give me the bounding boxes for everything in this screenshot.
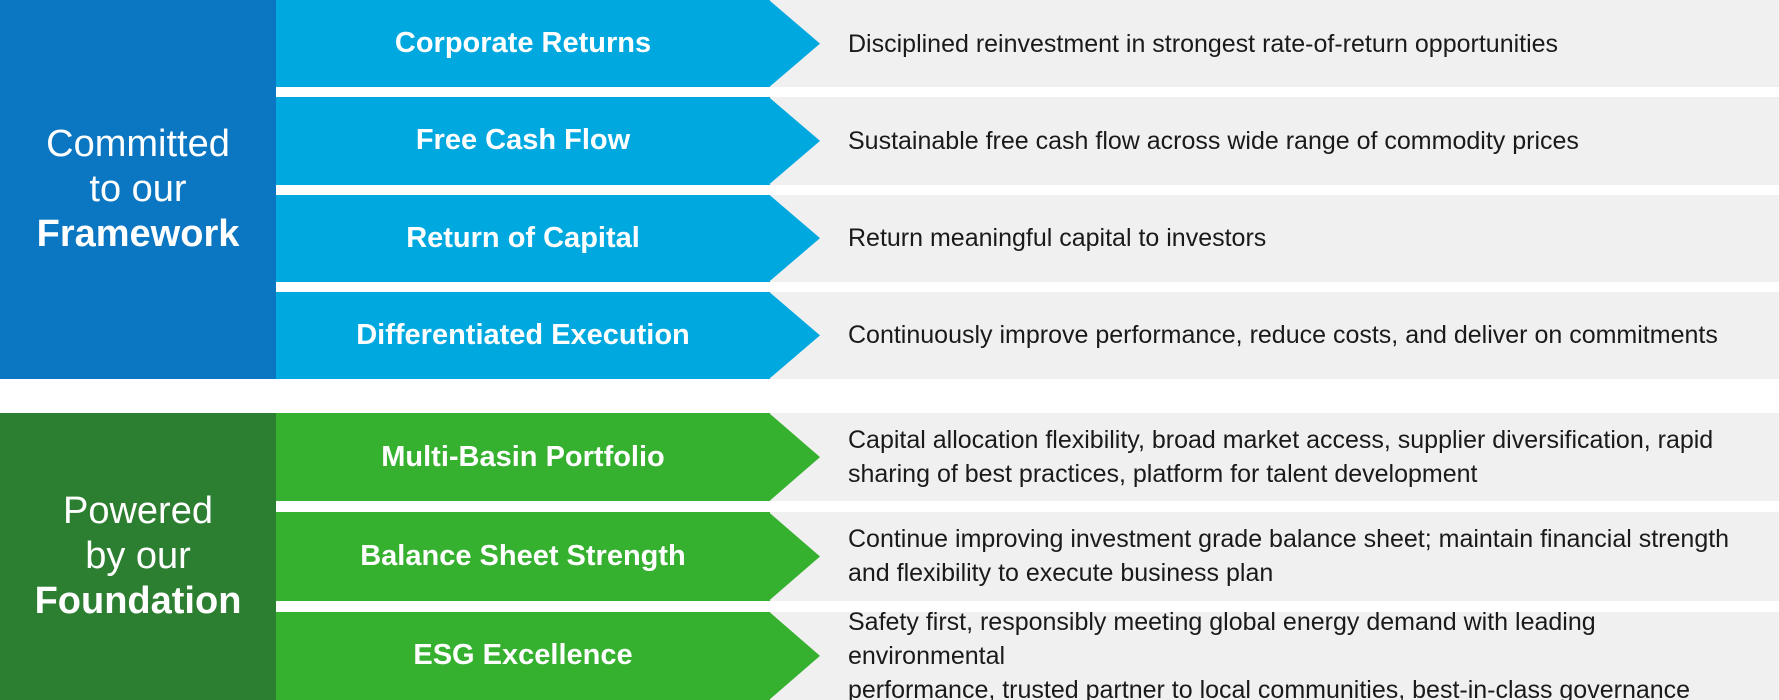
description-line: Safety first, responsibly meeting global… [848, 607, 1596, 670]
arrow-tip-icon [769, 512, 820, 601]
arrow-label-text: Balance Sheet Strength [360, 539, 686, 572]
description-band: Capital allocation flexibility, broad ma… [769, 413, 1779, 502]
description-line: Sustainable free cash flow across wide r… [848, 126, 1579, 155]
framework-title-line-2: to our [89, 168, 187, 210]
arrow-label-differentiated-execution: Differentiated Execution [276, 291, 770, 379]
foundation-title-line-2: by our [85, 535, 191, 577]
arrow-label-corporate-returns: Corporate Returns [276, 0, 770, 88]
description-line: Disciplined reinvestment in strongest ra… [848, 29, 1559, 58]
arrow-label-return-of-capital: Return of Capital [276, 194, 770, 282]
foundation-section: Powered by our Foundation Multi-Basin Po… [0, 413, 1779, 700]
framework-title: Committed to our Framework [37, 122, 240, 257]
arrow-tip-icon [769, 413, 820, 502]
description-line: performance, trusted partner to local co… [848, 675, 1691, 700]
arrow-label-text: Return of Capital [406, 221, 640, 254]
description-line: sharing of best practices, platform for … [848, 460, 1478, 489]
description-band: Continuously improve performance, reduce… [769, 291, 1779, 379]
foundation-title: Powered by our Foundation [35, 489, 242, 624]
description-line: Continuously improve performance, reduce… [848, 321, 1718, 350]
arrow-label-text: ESG Excellence [413, 639, 633, 672]
framework-title-line-1: Committed [46, 123, 230, 165]
foundation-title-line-1: Powered [63, 490, 213, 532]
foundation-row-esg-excellence: ESG Excellence Safety first, responsibly… [276, 608, 1779, 700]
arrow-tip-icon [769, 194, 820, 282]
arrow-label-text: Corporate Returns [394, 27, 652, 60]
foundation-rows: Multi-Basin Portfolio Capital allocation… [276, 413, 1779, 700]
foundation-row-multi-basin-portfolio: Multi-Basin Portfolio Capital allocation… [276, 413, 1779, 502]
arrow-label-multi-basin-portfolio: Multi-Basin Portfolio [276, 413, 770, 502]
arrow-label-free-cash-flow: Free Cash Flow [276, 97, 770, 185]
description-line: Continue improving investment grade bala… [848, 525, 1730, 554]
arrow-label-esg-excellence: ESG Excellence [276, 611, 770, 700]
description-band: Continue improving investment grade bala… [769, 512, 1779, 601]
description-band: Sustainable free cash flow across wide r… [769, 97, 1779, 185]
description-band: Return meaningful capital to investors [769, 194, 1779, 282]
arrow-label-balance-sheet-strength: Balance Sheet Strength [276, 512, 770, 601]
framework-row-differentiated-execution: Differentiated Execution Continuously im… [276, 291, 1779, 379]
arrow-label-text: Multi-Basin Portfolio [381, 440, 665, 473]
arrow-label-text: Free Cash Flow [415, 124, 631, 157]
framework-row-corporate-returns: Corporate Returns Disciplined reinvestme… [276, 0, 1779, 88]
framework-section: Committed to our Framework Corporate Ret… [0, 0, 1779, 379]
description-line: Return meaningful capital to investors [848, 224, 1267, 253]
framework-row-free-cash-flow: Free Cash Flow Sustainable free cash flo… [276, 97, 1779, 185]
framework-row-return-of-capital: Return of Capital Return meaningful capi… [276, 194, 1779, 282]
arrow-label-text: Differentiated Execution [356, 318, 690, 351]
framework-title-block: Committed to our Framework [0, 0, 276, 379]
arrow-tip-icon [769, 611, 820, 700]
section-divider [0, 379, 1779, 413]
framework-rows: Corporate Returns Disciplined reinvestme… [276, 0, 1779, 379]
description-line: and flexibility to execute business plan [848, 559, 1274, 588]
arrow-tip-icon [769, 97, 820, 185]
arrow-tip-icon [769, 0, 820, 88]
description-band: Disciplined reinvestment in strongest ra… [769, 0, 1779, 88]
description-band: Safety first, responsibly meeting global… [769, 608, 1779, 700]
arrow-tip-icon [769, 291, 820, 379]
foundation-title-block: Powered by our Foundation [0, 413, 276, 700]
description-line: Capital allocation flexibility, broad ma… [848, 426, 1714, 455]
foundation-row-balance-sheet-strength: Balance Sheet Strength Continue improvin… [276, 512, 1779, 601]
foundation-title-line-3: Foundation [34, 580, 242, 622]
framework-title-line-3: Framework [36, 213, 240, 255]
